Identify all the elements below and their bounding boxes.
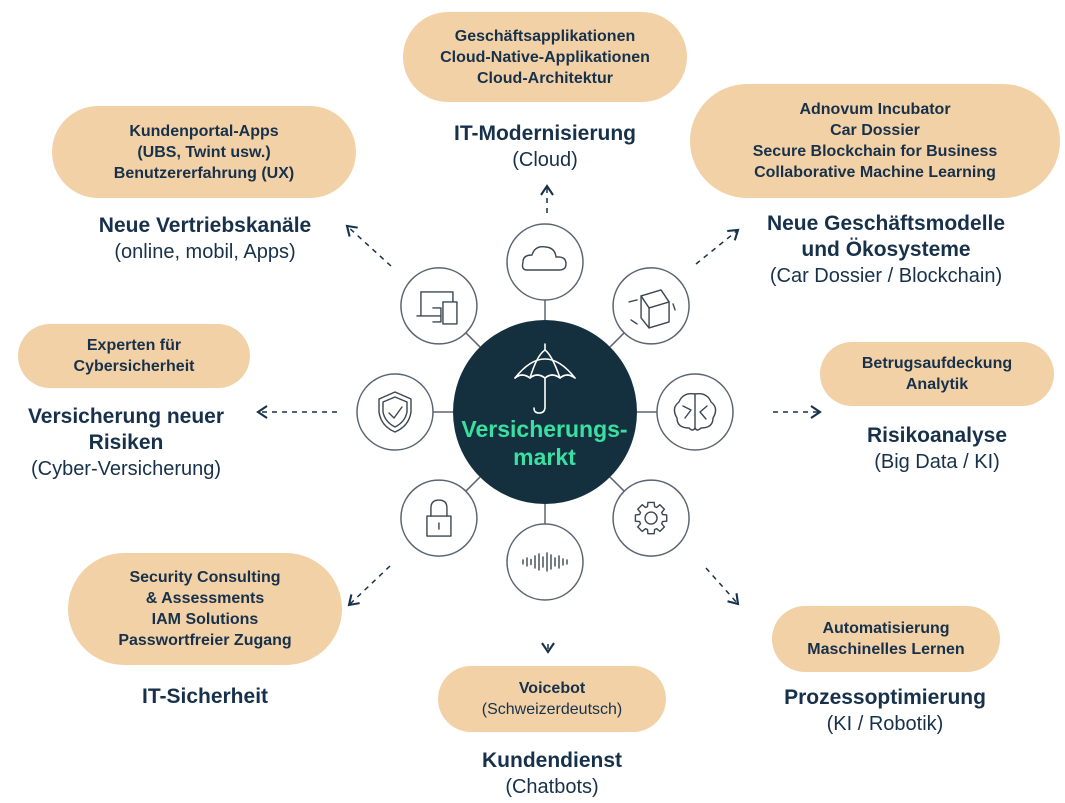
node-subtitle: (online, mobil, Apps) — [114, 241, 296, 263]
pill-item: IAM Solutions — [151, 611, 259, 628]
node-title: Risiken — [88, 431, 164, 454]
pill-kundendienst: Voicebot (Schweizerdeutsch) — [438, 666, 666, 732]
label-it-sicherheit: IT-Sicherheit — [142, 684, 268, 710]
node-title: Prozessoptimierung — [784, 686, 986, 709]
pill-neue-geschaeftsmodelle: Adnovum Incubator Car Dossier Secure Blo… — [690, 84, 1060, 198]
pill-item: Automatisierung — [822, 620, 950, 637]
node-title: Kundendienst — [482, 749, 622, 772]
spoke-it-sicherheit — [465, 476, 481, 492]
node-title: Versicherung neuer — [27, 405, 225, 428]
center-label-line-1: Versicherungs- — [461, 416, 628, 442]
padlock-icon — [400, 479, 478, 557]
node-subtitle: (Cyber-Versicherung) — [30, 458, 222, 480]
pill-item: Geschäftsapplikationen — [454, 27, 636, 45]
node-title: Risikoanalyse — [866, 424, 1008, 447]
arrow-prozessoptimierung — [705, 567, 740, 606]
label-neue-geschaeftsmodelle: Neue Geschäftsmodelle und Ökosysteme (Ca… — [767, 211, 1005, 289]
pill-item: Car Dossier — [830, 122, 920, 139]
label-prozessoptimierung: Prozessoptimierung (KI / Robotik) — [784, 685, 986, 737]
pill-it-sicherheit: Security Consulting & Assessments IAM So… — [68, 553, 342, 665]
pill-it-modernisierung: Geschäftsapplikationen Cloud-Native-Appl… — [403, 12, 687, 102]
pill-item: (Schweizerdeutsch) — [481, 701, 623, 718]
center-label-line-2: markt — [513, 444, 576, 470]
pill-risikoanalyse: Betrugsaufdeckung Analytik — [820, 342, 1054, 406]
spoke-neue-vertriebskanaele — [465, 332, 481, 348]
pill-item: & Assessments — [145, 590, 265, 607]
pill-item: Collaborative Machine Learning — [754, 164, 996, 181]
pill-item: Benutzererfahrung (UX) — [113, 164, 295, 182]
spoke-prozessoptimierung — [609, 476, 625, 492]
label-kundendienst: Kundendienst (Chatbots) — [482, 748, 622, 800]
umbrella-icon — [514, 343, 576, 414]
node-title: Neue Vertriebskanäle — [98, 214, 312, 237]
pill-item: Passwortfreier Zugang — [118, 632, 292, 649]
node-title: und Ökosysteme — [801, 238, 971, 261]
arrow-neue-geschaeftsmodelle — [695, 228, 740, 265]
node-subtitle: (KI / Robotik) — [826, 713, 944, 735]
shield-check-icon — [356, 373, 434, 451]
pill-item: Kundenportal-Apps — [129, 122, 279, 140]
pill-item: Voicebot — [518, 680, 586, 697]
pill-item: Experten für — [86, 337, 182, 354]
pill-item: Cloud-Architektur — [477, 69, 613, 87]
soundwave-icon — [506, 523, 584, 601]
node-title: IT-Modernisierung — [453, 122, 637, 145]
pill-item: Secure Blockchain for Business — [752, 143, 998, 160]
pill-item: Security Consulting — [129, 569, 281, 586]
cloud-icon — [506, 223, 584, 301]
center-circle — [453, 320, 637, 504]
pill-item: Cybersicherheit — [73, 358, 195, 375]
pill-item: Maschinelles Lernen — [807, 641, 965, 658]
node-title: Neue Geschäftsmodelle — [766, 212, 1006, 235]
pill-item: Betrugsaufdeckung — [861, 355, 1013, 372]
gear-icon — [612, 479, 690, 557]
node-title: IT-Sicherheit — [141, 685, 269, 708]
center-label: Versicherungs- markt — [453, 415, 636, 471]
label-risikoanalyse: Risikoanalyse (Big Data / KI) — [867, 423, 1007, 475]
cube-network-icon — [612, 267, 690, 345]
node-subtitle: (Big Data / KI) — [874, 451, 1000, 473]
node-subtitle: (Cloud) — [512, 149, 578, 171]
spoke-neue-geschaeftsmodelle — [609, 332, 625, 348]
pill-item: Analytik — [905, 376, 969, 393]
label-versicherung-neuer-risiken: Versicherung neuer Risiken (Cyber-Versic… — [28, 404, 224, 482]
arrow-neue-vertriebskanaele — [345, 224, 392, 267]
arrow-it-sicherheit — [347, 565, 391, 607]
pill-item: (UBS, Twint usw.) — [137, 143, 271, 161]
label-neue-vertriebskanaele: Neue Vertriebskanäle (online, mobil, App… — [99, 213, 311, 265]
brain-icon — [656, 373, 734, 451]
pill-prozessoptimierung: Automatisierung Maschinelles Lernen — [772, 606, 1000, 672]
pill-neue-vertriebskanaele: Kundenportal-Apps (UBS, Twint usw.) Benu… — [52, 106, 356, 198]
node-subtitle: (Chatbots) — [505, 776, 599, 798]
pill-versicherung-neuer-risiken: Experten für Cybersicherheit — [18, 324, 250, 388]
pill-item: Cloud-Native-Applikationen — [440, 48, 650, 66]
devices-icon — [400, 267, 478, 345]
label-it-modernisierung: IT-Modernisierung (Cloud) — [454, 121, 636, 173]
node-subtitle: (Car Dossier / Blockchain) — [769, 265, 1003, 287]
pill-item: Adnovum Incubator — [799, 101, 951, 118]
